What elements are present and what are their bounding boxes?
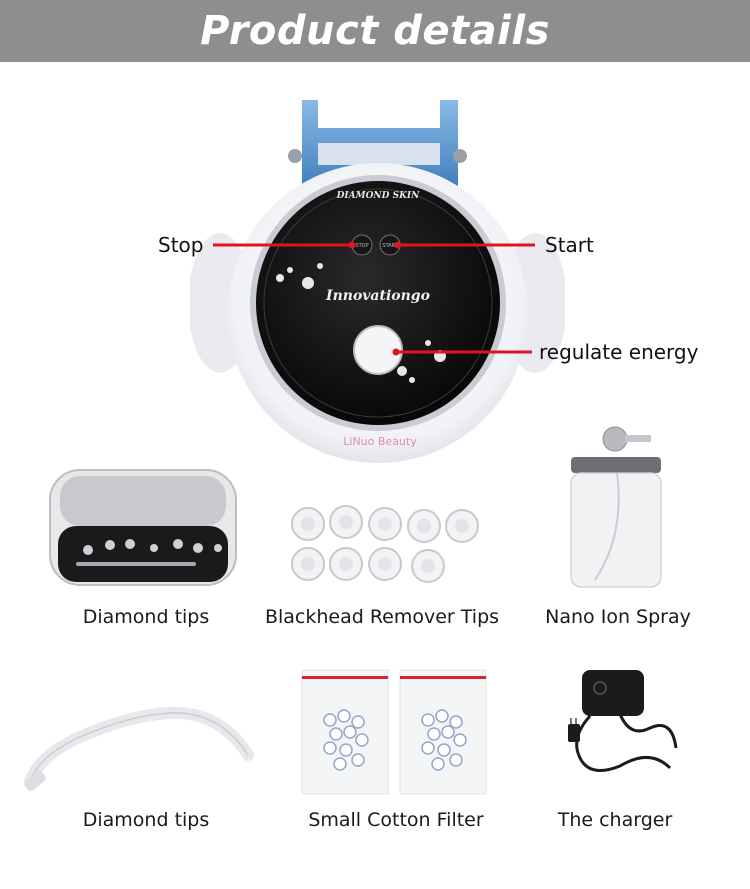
- diamond-tips-case-icon: [49, 469, 237, 586]
- caption-diamond-tips: Diamond tips: [82, 606, 210, 628]
- callout-stop: Stop: [158, 233, 204, 257]
- caption-nano-ion-spray: Nano Ion Spray: [545, 606, 691, 628]
- cotton-filter-bags-icon: [301, 669, 487, 795]
- page-title: Product details: [200, 8, 550, 54]
- callout-start: Start: [545, 233, 594, 257]
- maker-text: LiNuo Beauty: [343, 435, 417, 448]
- caption-tube-hose: Diamond tips: [82, 809, 210, 831]
- device-image: STOP START DIAMOND SKIN Innovationgo LiN…: [190, 100, 565, 463]
- start-button-label: START: [382, 243, 398, 249]
- tube-hose-icon: [24, 706, 254, 792]
- spray-bottle-icon: [570, 426, 662, 588]
- logo-text: Innovationgo: [325, 288, 430, 304]
- stop-button-label: STOP: [355, 243, 368, 249]
- caption-blackhead-remover-tips: Blackhead Remover Tips: [264, 606, 500, 628]
- blackhead-remover-tips-icon: [291, 505, 479, 583]
- callout-regulate-energy: regulate energy: [539, 340, 699, 364]
- caption-small-cotton-filter: Small Cotton Filter: [308, 809, 484, 831]
- caption-the-charger: The charger: [557, 809, 673, 831]
- charger-adapter-icon: [568, 670, 678, 772]
- brand-plate: DIAMOND SKIN: [336, 191, 420, 201]
- header-bar: Product details: [0, 0, 750, 62]
